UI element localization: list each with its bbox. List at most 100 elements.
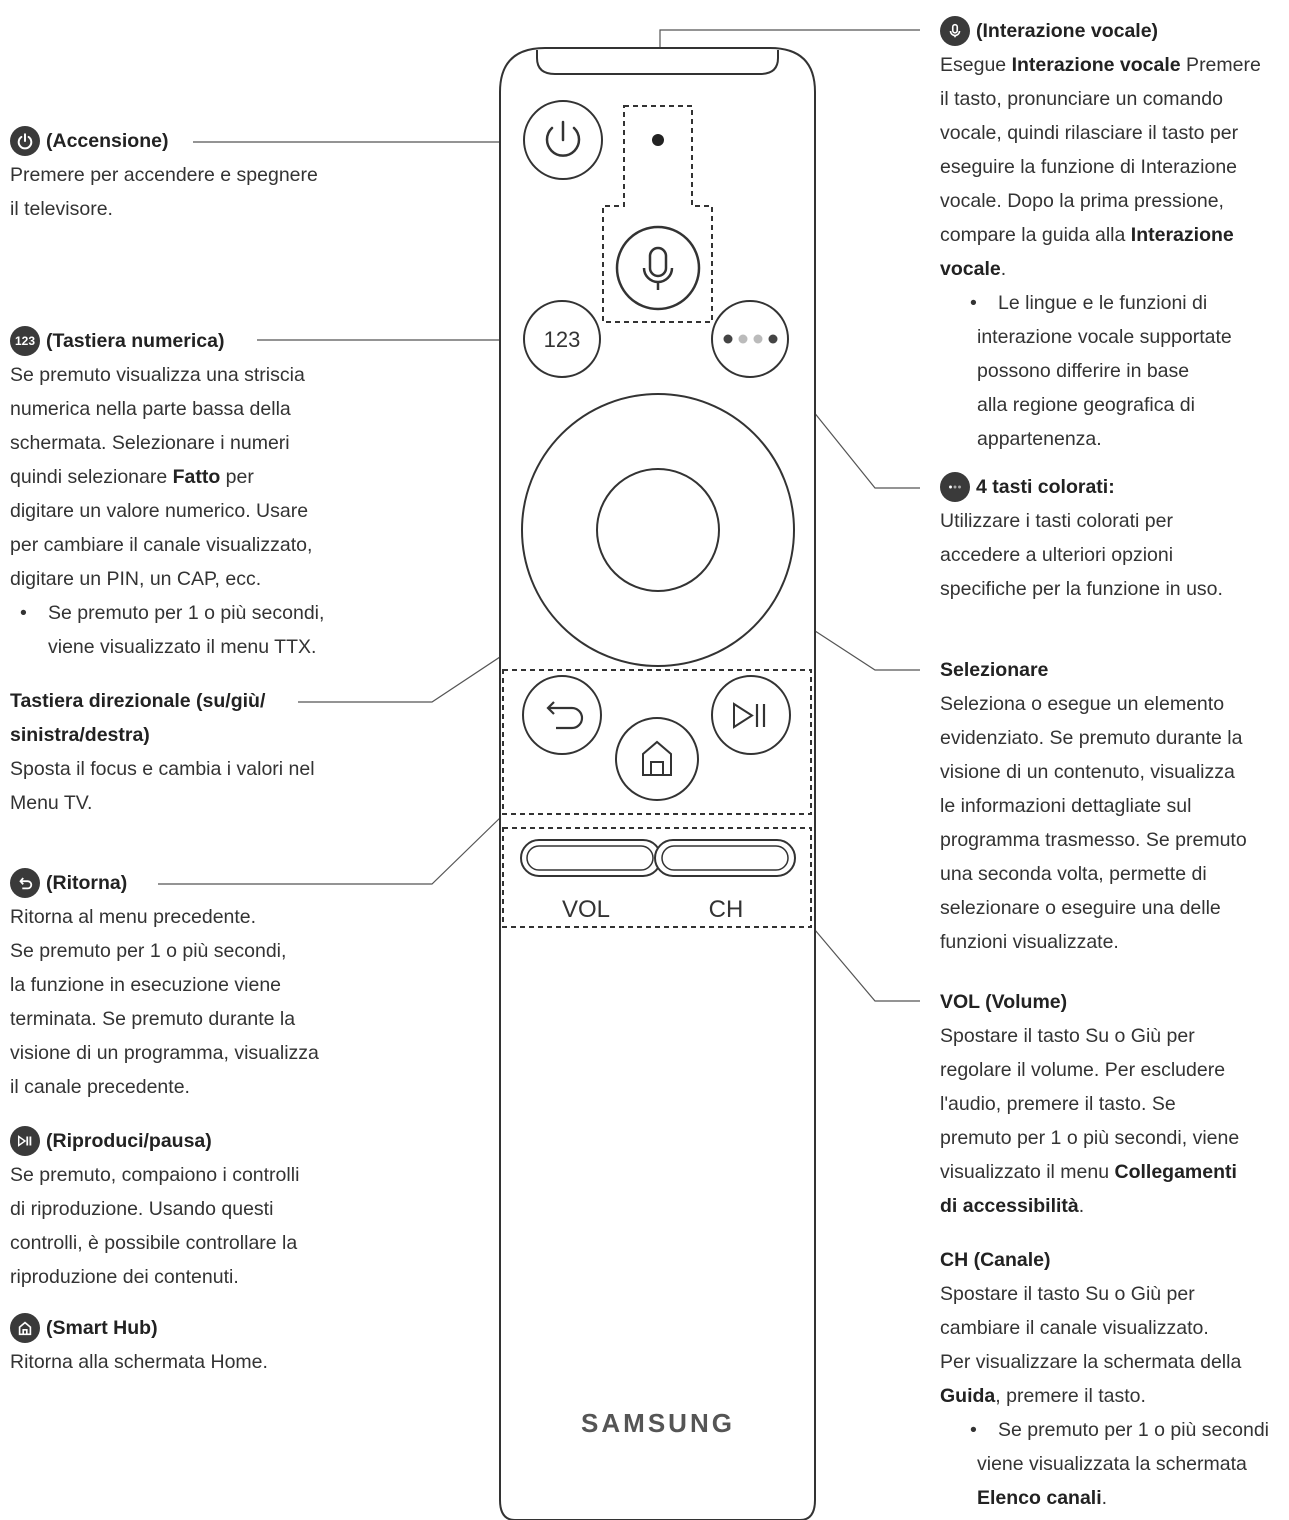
vol-line-6: di accessibilità.: [940, 1189, 1239, 1223]
voice-bullet-5: appartenenza.: [977, 428, 1102, 450]
microphone-icon: [940, 16, 970, 46]
play-line-2: di riproduzione. Usando questi: [10, 1198, 274, 1220]
home-button[interactable]: [615, 717, 699, 801]
ch-line-4-post: , premere il tasto.: [995, 1385, 1146, 1407]
select-line-6: una seconda volta, permette di: [940, 863, 1207, 885]
ch-rocker[interactable]: [654, 839, 796, 877]
numeric-line-4-pre: quindi selezionare: [10, 466, 173, 488]
voice-bullet-4: alla regione geografica di: [977, 394, 1195, 416]
voice-bullet-2: interazione vocale supportate: [977, 326, 1232, 348]
ir-window: [536, 50, 779, 75]
back-button[interactable]: [522, 675, 602, 755]
power-button[interactable]: [523, 100, 603, 180]
ch-bullet-3-bold: Elenco canali: [977, 1487, 1102, 1509]
vol-line-3: l'audio, premere il tasto. Se: [940, 1093, 1176, 1115]
voice-line-6-bold: Interazione: [1130, 224, 1234, 246]
select-line-5: programma trasmesso. Se premuto: [940, 829, 1247, 851]
back-description: (Ritorna) Ritorna al menu precedente. Se…: [10, 866, 319, 1104]
numeric-bullet-2: viene visualizzato il menu TTX.: [48, 636, 317, 658]
dpad-title-1: Tastiera direzionale (su/giù/: [10, 690, 266, 712]
home-description: (Smart Hub) Ritorna alla schermata Home.: [10, 1311, 268, 1379]
vol-rocker[interactable]: [520, 839, 662, 877]
select-title: Selezionare: [940, 659, 1049, 681]
select-line-1: Seleziona o esegue un elemento: [940, 693, 1225, 715]
back-line-3: la funzione in esecuzione viene: [10, 974, 282, 996]
voice-line-1-pre: Esegue: [940, 54, 1012, 76]
back-line-6: il canale precedente.: [10, 1076, 190, 1098]
select-button[interactable]: [596, 468, 720, 592]
power-icon: [10, 126, 40, 156]
voice-line-5: vocale. Dopo la prima pressione,: [940, 190, 1224, 212]
voice-bullet-1: Le lingue e le funzioni di: [960, 286, 1289, 320]
home-line-1: Ritorna alla schermata Home.: [10, 1351, 268, 1373]
power-line-2: il televisore.: [10, 198, 113, 220]
ch-bullet-1: Se premuto per 1 o più secondi: [960, 1413, 1289, 1447]
play-line-3: controlli, è possibile controllare la: [10, 1232, 298, 1254]
numeric-line-5: digitare un valore numerico. Usare: [10, 500, 309, 522]
voice-line-1: Esegue Interazione vocale Premere: [940, 48, 1289, 82]
voice-line-6: compare la guida alla Interazione: [940, 218, 1289, 252]
numeric-keypad-icon: 123: [10, 326, 40, 356]
voice-line-2: il tasto, pronunciare un comando: [940, 88, 1223, 110]
numeric-line-4-post: per: [220, 466, 254, 488]
color-buttons[interactable]: [711, 300, 789, 378]
play-title: (Riproduci/pausa): [46, 1130, 212, 1152]
vol-line-2: regolare il volume. Per escludere: [940, 1059, 1226, 1081]
select-line-3: visione di un contenuto, visualizza: [940, 761, 1235, 783]
numeric-title: (Tastiera numerica): [46, 330, 225, 352]
numeric-bullet-1: Se premuto per 1 o più secondi,: [10, 596, 324, 630]
numeric-line-6: per cambiare il canale visualizzato,: [10, 534, 313, 556]
select-line-8: funzioni visualizzate.: [940, 931, 1119, 953]
numeric-done-bold: Fatto: [172, 466, 221, 488]
vol-line-5: visualizzato il menu Collegamenti: [940, 1155, 1239, 1189]
numeric-line-2: numerica nella parte bassa della: [10, 398, 291, 420]
voice-line-1-post: Premere: [1180, 54, 1261, 76]
microphone-hole: [652, 134, 664, 146]
navigation-buttons-zone: [502, 669, 812, 815]
vol-line-5-bold: Collegamenti: [1114, 1161, 1237, 1183]
ch-line-4: Guida, premere il tasto.: [940, 1379, 1289, 1413]
numeric-button-label: 123: [544, 327, 581, 352]
vol-line-4: premuto per 1 o più secondi, viene: [940, 1127, 1240, 1149]
dpad-line-1: Sposta il focus e cambia i valori nel: [10, 758, 315, 780]
ch-bullet-2: viene visualizzata la schermata: [977, 1453, 1247, 1475]
back-line-5: visione di un programma, visualizza: [10, 1042, 319, 1064]
vol-title: VOL (Volume): [940, 991, 1068, 1013]
back-line-1: Ritorna al menu precedente.: [10, 906, 257, 928]
back-title: (Ritorna): [46, 872, 128, 894]
voice-title: (Interazione vocale): [976, 20, 1159, 42]
select-line-4: le informazioni dettagliate sul: [940, 795, 1192, 817]
voice-line-6-pre: compare la guida alla: [940, 224, 1131, 246]
voice-bullet-3: possono differire in base: [977, 360, 1190, 382]
back-line-2: Se premuto per 1 o più secondi,: [10, 940, 287, 962]
power-line-1: Premere per accendere e spegnere: [10, 164, 318, 186]
colors-line-1: Utilizzare i tasti colorati per: [940, 510, 1173, 532]
select-line-7: selezionare o eseguire una delle: [940, 897, 1221, 919]
power-description: (Accensione) Premere per accendere e spe…: [10, 124, 318, 226]
colors-description: 4 tasti colorati: Utilizzare i tasti col…: [940, 470, 1223, 606]
vol-label: VOL: [562, 896, 610, 923]
ch-description: CH (Canale) Spostare il tasto Su o Giù p…: [940, 1243, 1289, 1515]
dpad-title-2: sinistra/destra): [10, 724, 150, 746]
ch-title: CH (Canale): [940, 1249, 1051, 1271]
ch-line-3: Per visualizzare la schermata della: [940, 1351, 1242, 1373]
voice-line-7: vocale.: [940, 252, 1289, 286]
colors-line-2: accedere a ulteriori opzioni: [940, 544, 1174, 566]
power-title: (Accensione): [46, 130, 169, 152]
select-description: Selezionare Seleziona o esegue un elemen…: [940, 653, 1247, 959]
numeric-line-1: Se premuto visualizza una striscia: [10, 364, 305, 386]
voice-description: (Interazione vocale) Esegue Interazione …: [940, 14, 1289, 456]
play-pause-button[interactable]: [711, 675, 791, 755]
voice-line-7-bold: vocale: [940, 258, 1001, 280]
voice-button[interactable]: [615, 225, 701, 311]
home-title: (Smart Hub): [46, 1317, 158, 1339]
numeric-button[interactable]: 123: [523, 300, 601, 378]
home-icon: [10, 1313, 40, 1343]
vol-line-5-pre: visualizzato il menu: [940, 1161, 1115, 1183]
ch-bullet-3: Elenco canali.: [940, 1481, 1289, 1515]
voice-line-7-post: .: [1000, 258, 1007, 280]
play-line-4: riproduzione dei contenuti.: [10, 1266, 239, 1288]
vol-line-6-post: .: [1078, 1195, 1085, 1217]
colors-line-3: specifiche per la funzione in uso.: [940, 578, 1223, 600]
